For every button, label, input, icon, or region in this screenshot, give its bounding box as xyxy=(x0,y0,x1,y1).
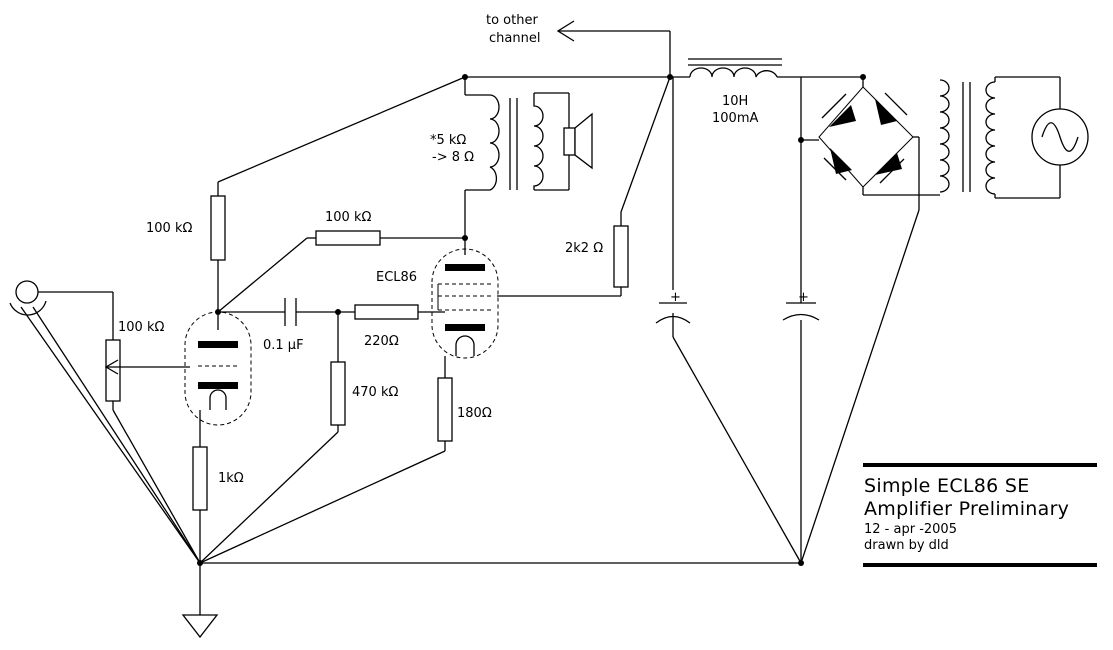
resistor-470k xyxy=(330,361,346,426)
triode-section xyxy=(184,311,252,426)
label-coupling-cap: 0.1 µF xyxy=(263,338,304,353)
label-grid-resistor: 100 kΩ xyxy=(146,221,192,236)
label-cap2-plus: + xyxy=(798,290,809,305)
wires xyxy=(20,20,920,615)
resistor-1k xyxy=(192,446,208,511)
resistor-180 xyxy=(437,377,453,442)
title-block-frame xyxy=(863,463,1097,567)
label-ot-ratio-secondary: -> 8 Ω xyxy=(432,150,474,165)
resistors xyxy=(104,195,629,511)
title-line-2: Amplifier Preliminary xyxy=(864,498,1069,520)
resistor-feedback-100k xyxy=(315,230,381,246)
pentode-section xyxy=(431,248,499,359)
title-block: Simple ECL86 SE Amplifier Preliminary 12… xyxy=(864,475,1069,553)
resistor-2k2 xyxy=(613,225,629,288)
speaker-icon xyxy=(563,112,593,170)
label-choke-value: 10H xyxy=(722,94,748,109)
label-feedback-resistor: 100 kΩ xyxy=(325,210,371,225)
component-labels: to other channel 10H 100mA *5 kΩ -> 8 Ω … xyxy=(118,13,809,486)
input-jack-icon xyxy=(9,280,47,316)
label-1k-resistor: 1kΩ xyxy=(218,471,244,486)
label-2k2-resistor: 2k2 Ω xyxy=(565,241,603,256)
label-180-resistor: 180Ω xyxy=(457,406,492,421)
label-choke-current: 100mA xyxy=(712,111,758,126)
output-transformer xyxy=(465,92,570,191)
title-author: drawn by dld xyxy=(864,538,949,553)
label-ot-ratio-primary: *5 kΩ xyxy=(430,133,466,148)
label-to-other: to other xyxy=(486,13,538,28)
ac-source-icon xyxy=(1031,108,1089,166)
label-220-resistor: 220Ω xyxy=(364,334,399,349)
resistor-220 xyxy=(354,304,419,320)
title-date: 12 - apr -2005 xyxy=(864,522,957,537)
label-tube: ECL86 xyxy=(376,270,417,285)
filter-choke xyxy=(688,58,782,78)
electrolytic-capacitors xyxy=(655,290,820,337)
label-channel: channel xyxy=(489,31,540,46)
power-transformer xyxy=(939,76,1061,199)
coupling-capacitor xyxy=(284,298,297,326)
label-470k-resistor: 470 kΩ xyxy=(352,385,398,400)
label-cap1-plus: + xyxy=(670,290,681,305)
ground-symbol-icon xyxy=(181,614,219,639)
bridge-rectifier xyxy=(818,77,940,210)
label-potentiometer: 100 kΩ xyxy=(118,320,164,335)
resistor-grid-100k xyxy=(210,195,226,261)
title-line-1: Simple ECL86 SE xyxy=(864,475,1030,497)
